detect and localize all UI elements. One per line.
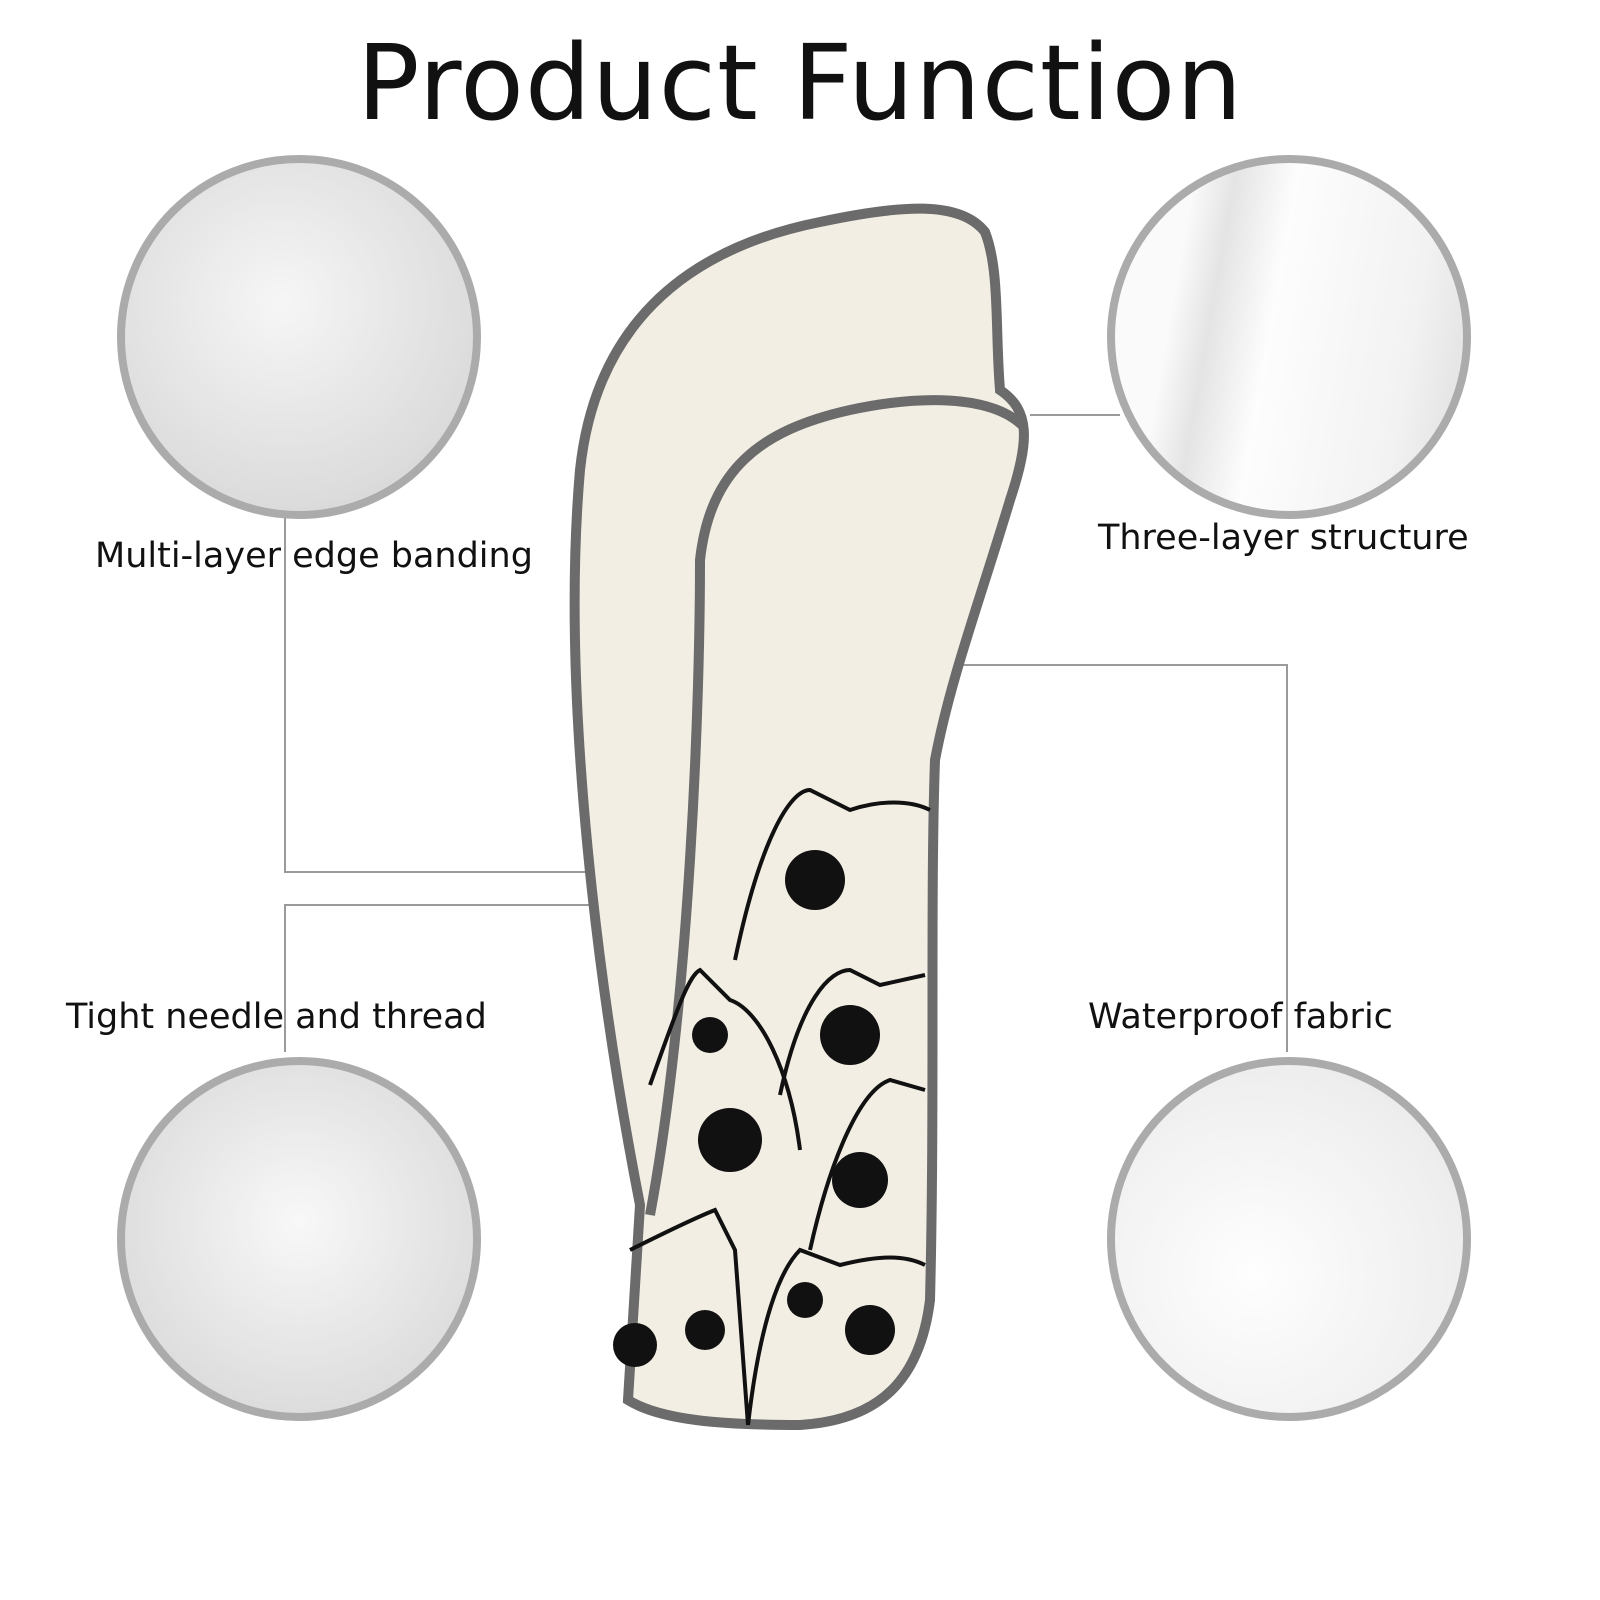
feature-label-three-layer: Three-layer structure — [1098, 518, 1469, 558]
detail-circle-three-layer — [1107, 155, 1471, 519]
detail-circle-needle-thread — [117, 1057, 481, 1421]
leader-line-waterproof — [900, 664, 1288, 1052]
leader-line-edge-banding — [284, 510, 590, 873]
feature-label-edge-banding: Multi-layer edge banding — [95, 536, 533, 576]
feature-label-waterproof: Waterproof fabric — [1088, 997, 1393, 1037]
page-title: Product Function — [356, 22, 1244, 144]
leader-line-needle-thread — [284, 904, 590, 1052]
cat-eyes — [613, 850, 895, 1367]
detail-circle-waterproof — [1107, 1057, 1471, 1421]
feature-label-needle-thread: Tight needle and thread — [66, 997, 487, 1037]
detail-circle-edge-banding — [117, 155, 481, 519]
cat-illustrations — [629, 787, 931, 1426]
